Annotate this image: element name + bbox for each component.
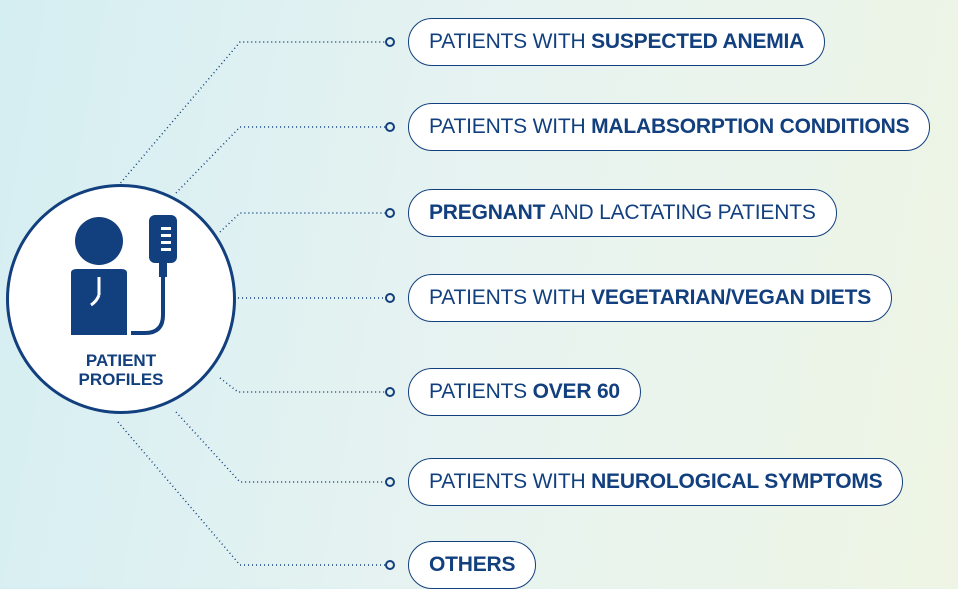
hub-title-line1: PATIENT [85,351,157,370]
connector-dot-2 [385,122,395,132]
connector-line-7 [117,421,386,566]
connector-dot-1 [385,37,395,47]
profile-item-2-prefix: PATIENTS WITH [429,115,592,138]
profile-item-6: PATIENTS WITH NEUROLOGICAL SYMPTOMS [408,458,904,506]
connector-line-6 [175,411,386,483]
profile-item-4: PATIENTS WITH VEGETARIAN/VEGAN DIETS [408,274,893,322]
profile-item-5-prefix: PATIENTS [429,380,533,403]
connector-line-1 [117,41,386,187]
hub-title: PATIENT PROFILES [9,351,233,389]
profile-item-7: OTHERS [408,541,537,589]
connector-dot-6 [385,477,395,487]
profile-item-5-bold: OVER 60 [532,380,621,403]
profile-item-1: PATIENTS WITH SUSPECTED ANEMIA [408,18,826,66]
profile-item-2: PATIENTS WITH MALABSORPTION CONDITIONS [408,103,931,151]
profile-item-4-prefix: PATIENTS WITH [429,286,592,309]
profile-item-4-bold: VEGETARIAN/VEGAN DIETS [591,286,872,309]
connector-line-5 [219,377,386,393]
connector-dot-4 [385,293,395,303]
profile-item-3: PREGNANT AND LACTATING PATIENTS [408,189,837,237]
profile-item-1-bold: SUSPECTED ANEMIA [591,30,805,53]
patient-with-iv-drip-icon [71,215,177,335]
connector-dot-7 [385,560,395,570]
profile-item-3-bold: PREGNANT [429,201,546,224]
connector-line-3 [219,212,386,233]
profile-item-5: PATIENTS OVER 60 [408,368,641,416]
patient-profiles-hub: PATIENT PROFILES [6,184,236,414]
connector-dot-3 [385,208,395,218]
connector-dot-5 [385,387,395,397]
profile-item-7-bold: OTHERS [429,553,516,576]
profile-item-6-bold: NEUROLOGICAL SYMPTOMS [591,470,883,493]
profile-item-6-prefix: PATIENTS WITH [429,470,592,493]
profile-item-2-bold: MALABSORPTION CONDITIONS [591,115,910,138]
connector-line-2 [175,126,386,194]
profile-item-1-prefix: PATIENTS WITH [429,30,592,53]
hub-title-line2: PROFILES [78,370,164,389]
profile-item-3-suffix: AND LACTATING PATIENTS [545,201,816,224]
